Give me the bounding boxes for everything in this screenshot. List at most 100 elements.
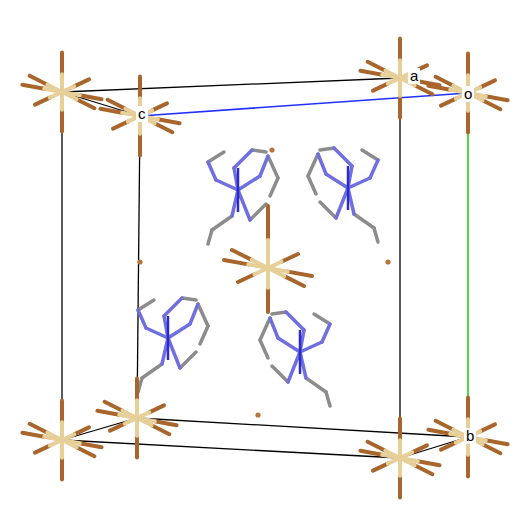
axis-label: b <box>464 428 476 444</box>
halide-bond <box>77 447 95 456</box>
halide-bond <box>60 458 64 480</box>
carbon-bond <box>198 304 208 326</box>
nitrogen-bond <box>190 304 198 324</box>
nitrogen-bond <box>208 162 216 180</box>
nitrogen-bond <box>238 176 260 190</box>
halide-bond <box>110 424 125 431</box>
halide-bond <box>398 418 402 440</box>
c-axis <box>140 93 468 116</box>
halide-bond <box>480 424 495 431</box>
nitrogen-bond <box>322 324 330 342</box>
nitrogen-bond <box>288 352 300 382</box>
nitrogen-bond <box>336 188 348 218</box>
metal-bond <box>268 268 284 276</box>
halide-bond <box>113 122 128 129</box>
nitrogen-bond <box>326 174 348 188</box>
halide-ions <box>137 147 390 417</box>
halide-bond <box>266 288 270 312</box>
ion <box>255 412 260 417</box>
cell-edge <box>399 78 400 458</box>
ion <box>137 259 142 264</box>
halide-bond <box>373 464 388 471</box>
halide-bond <box>224 260 248 264</box>
carbon-bond <box>138 300 154 310</box>
b-axis <box>467 93 469 437</box>
metal-bond <box>47 85 62 92</box>
metal-nitrogen-bond <box>347 166 350 210</box>
halide-bond <box>60 400 64 422</box>
metal-nitrogen-bond <box>299 330 302 374</box>
halide-bond <box>284 276 304 286</box>
metal-octahedron <box>22 52 101 131</box>
carbon-bond <box>270 178 278 196</box>
halide-bond <box>135 378 139 400</box>
halide-bond <box>105 402 123 411</box>
halide-bond <box>155 421 177 425</box>
metal-octahedron <box>428 53 507 132</box>
carbon-bond <box>320 202 336 218</box>
metal-octahedron <box>360 38 439 117</box>
halide-bond <box>480 80 495 87</box>
halide-bond <box>428 430 450 434</box>
organic-cation <box>308 148 378 242</box>
metal-bond <box>62 92 77 99</box>
carbon-bond <box>212 216 232 230</box>
halide-bond <box>436 77 454 86</box>
octahedra <box>22 38 507 497</box>
nitrogen-bond <box>168 338 180 368</box>
halide-bond <box>35 98 50 105</box>
nitrogen-bond <box>318 154 326 174</box>
carbon-bond <box>268 156 278 178</box>
cell-edge <box>61 92 62 440</box>
carbon-bond <box>182 298 196 300</box>
nitrogen-bond <box>168 324 190 338</box>
halide-bond <box>483 444 501 453</box>
carbon-bond <box>260 318 270 340</box>
halide-bond <box>135 436 139 458</box>
nitrogen-bond <box>138 310 146 328</box>
halide-bond <box>149 405 164 412</box>
halide-bond <box>360 451 382 455</box>
nitrogen-bond <box>234 150 252 168</box>
nitrogen-bond <box>278 338 300 352</box>
metal-octahedron <box>22 400 101 479</box>
metal-bond <box>252 260 268 268</box>
halide-bond <box>398 476 402 498</box>
cell-edge <box>400 437 468 458</box>
halide-bond <box>138 134 142 156</box>
halide-bond <box>441 443 456 450</box>
organic-cation <box>138 298 208 392</box>
halide-bond <box>418 461 440 465</box>
carbon-bond <box>308 154 318 176</box>
halide-bond <box>466 111 470 133</box>
halide-bond <box>288 272 312 276</box>
halide-bond <box>97 411 119 415</box>
cell-edge <box>62 440 400 458</box>
halide-bond <box>398 96 402 118</box>
halide-bond <box>80 443 102 447</box>
carbon-bond <box>260 340 268 358</box>
halide-bond <box>486 440 508 444</box>
carbon-bond <box>362 150 378 160</box>
nitrogen-bond <box>370 160 378 178</box>
carbon-bond <box>354 214 374 228</box>
carbon-bond <box>180 352 196 368</box>
axis-label: c <box>136 106 148 122</box>
carbon-bond <box>320 148 334 150</box>
nitrogen-bond <box>270 318 278 338</box>
halide-bond <box>158 119 180 123</box>
halide-bond <box>441 99 456 106</box>
metal-nitrogen-bond <box>237 168 240 212</box>
carbon-bond <box>306 378 326 392</box>
cell-edge <box>62 418 137 440</box>
halide-bond <box>368 62 386 71</box>
halide-bond <box>238 274 255 282</box>
halide-bond <box>60 110 64 132</box>
metal-bond <box>266 240 270 268</box>
halide-bond <box>398 38 402 60</box>
carbon-bond <box>250 204 266 220</box>
cell-edges <box>62 78 468 458</box>
halide-bond <box>373 84 388 91</box>
halide-bond <box>22 433 44 437</box>
